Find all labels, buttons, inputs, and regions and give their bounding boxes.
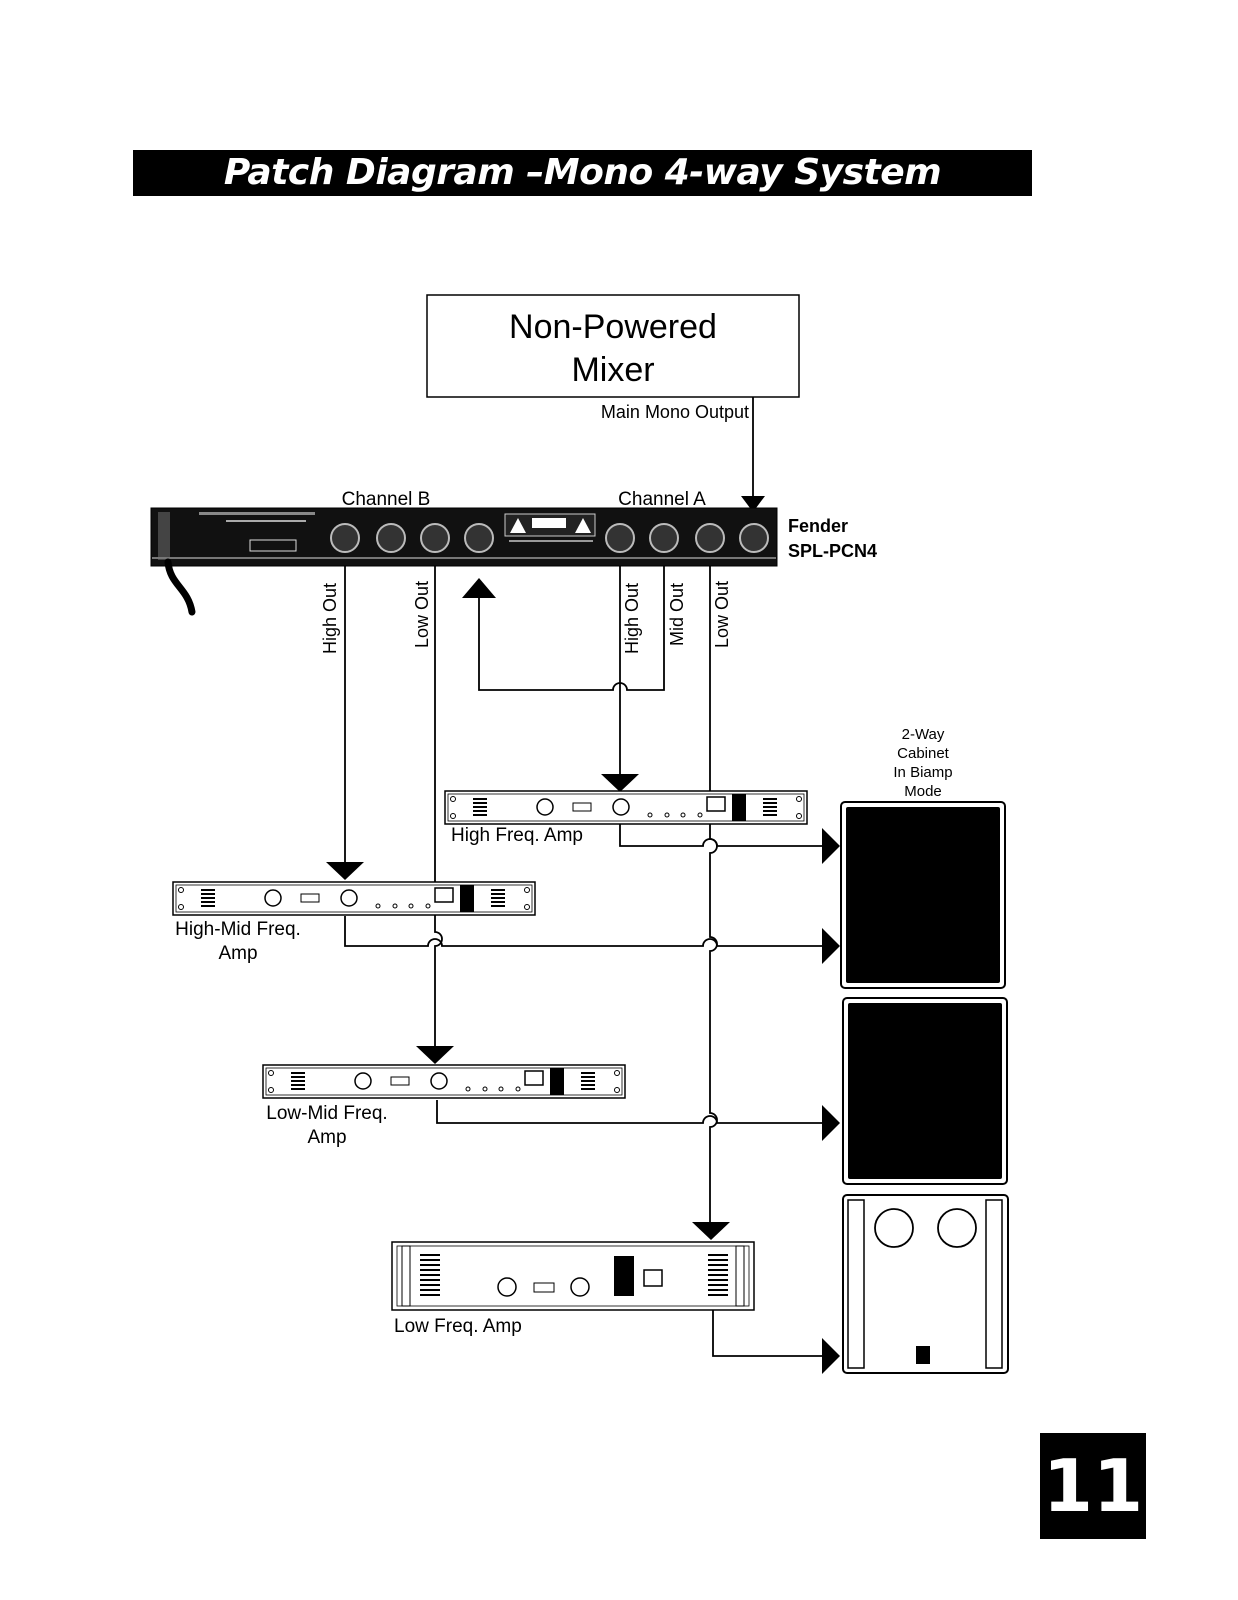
high-mid-amp-label-line1: High-Mid Freq. [175, 919, 301, 940]
low-amp-input-arrow [692, 1222, 730, 1240]
high-mid-amp-input-arrow [326, 862, 364, 880]
cabinet-low-mid-input-arrow [822, 1105, 840, 1141]
low-freq-amp-label: Low Freq. Amp [394, 1316, 522, 1337]
cabinet-high-mid-input-arrow [822, 928, 840, 964]
b-high-out-label: High Out [320, 583, 340, 654]
a-high-out-jack [605, 523, 635, 553]
channel-a-label: Channel A [618, 489, 706, 510]
b-low-out-jack [420, 523, 450, 553]
b-mid-out-jack [376, 523, 406, 553]
sub-input-arrow [822, 1338, 840, 1374]
a-input-jack [739, 523, 769, 553]
low-mid-amp-input-arrow [416, 1046, 454, 1064]
cable-high-mid-amp-to-cabinet [344, 916, 822, 947]
cabinet-middle [842, 997, 1008, 1185]
high-mid-amp-label-line2: Amp [218, 943, 257, 964]
cable-low-mid-amp-to-cabinet [436, 1100, 822, 1124]
power-cord [164, 558, 196, 616]
low-mid-amp-label-line2: Amp [307, 1127, 346, 1148]
a-low-out-label: Low Out [712, 581, 732, 648]
high-freq-amp [444, 790, 808, 825]
cabinet-label-line4: Mode [904, 783, 942, 800]
high-amp-input-arrow [601, 774, 639, 792]
cabinet-label-line1: 2-Way [902, 726, 945, 743]
crossover-brand: Fender [788, 516, 848, 536]
cable-b-low-out [434, 566, 443, 1046]
a-high-out-label: High Out [622, 583, 642, 654]
subwoofer-cabinet [842, 1194, 1009, 1374]
mixer-box: Non-Powered Mixer [426, 294, 800, 398]
crossover-input-arrow [741, 496, 765, 512]
cabinet-label-line3: In Biamp [893, 764, 952, 781]
a-low-out-jack [695, 523, 725, 553]
crossover-model: SPL-PCN4 [788, 541, 877, 561]
cable-high-amp-to-cabinet [619, 823, 822, 847]
a-mid-out-label: Mid Out [667, 583, 687, 646]
mixer-label-line1: Non-Powered [509, 308, 717, 346]
mixer-output-label: Main Mono Output [601, 402, 749, 422]
b-high-out-jack [330, 523, 360, 553]
high-mid-freq-amp [172, 881, 536, 916]
cable-low-amp-to-cabinet [712, 1310, 822, 1357]
low-mid-freq-amp [262, 1064, 626, 1099]
cabinet-top [840, 801, 1006, 989]
cable-a-low-out [709, 566, 718, 1222]
low-mid-amp-label-line1: Low-Mid Freq. [266, 1103, 387, 1124]
cabinet-label-line2: Cabinet [897, 745, 950, 762]
a-mid-out-jack [649, 523, 679, 553]
channel-b-label: Channel B [342, 489, 431, 510]
b-input-jack [464, 523, 494, 553]
mixer-label-line2: Mixer [571, 351, 654, 389]
cabinet-high-input-arrow [822, 828, 840, 864]
page-title: Patch Diagram –Mono 4-way System [133, 150, 1032, 196]
b-input-arrow [462, 578, 496, 598]
crossover-unit [150, 507, 778, 567]
high-freq-amp-label: High Freq. Amp [451, 825, 583, 846]
page-number: 11 [1040, 1433, 1146, 1539]
low-freq-amp [391, 1241, 755, 1311]
b-low-out-label: Low Out [412, 581, 432, 648]
